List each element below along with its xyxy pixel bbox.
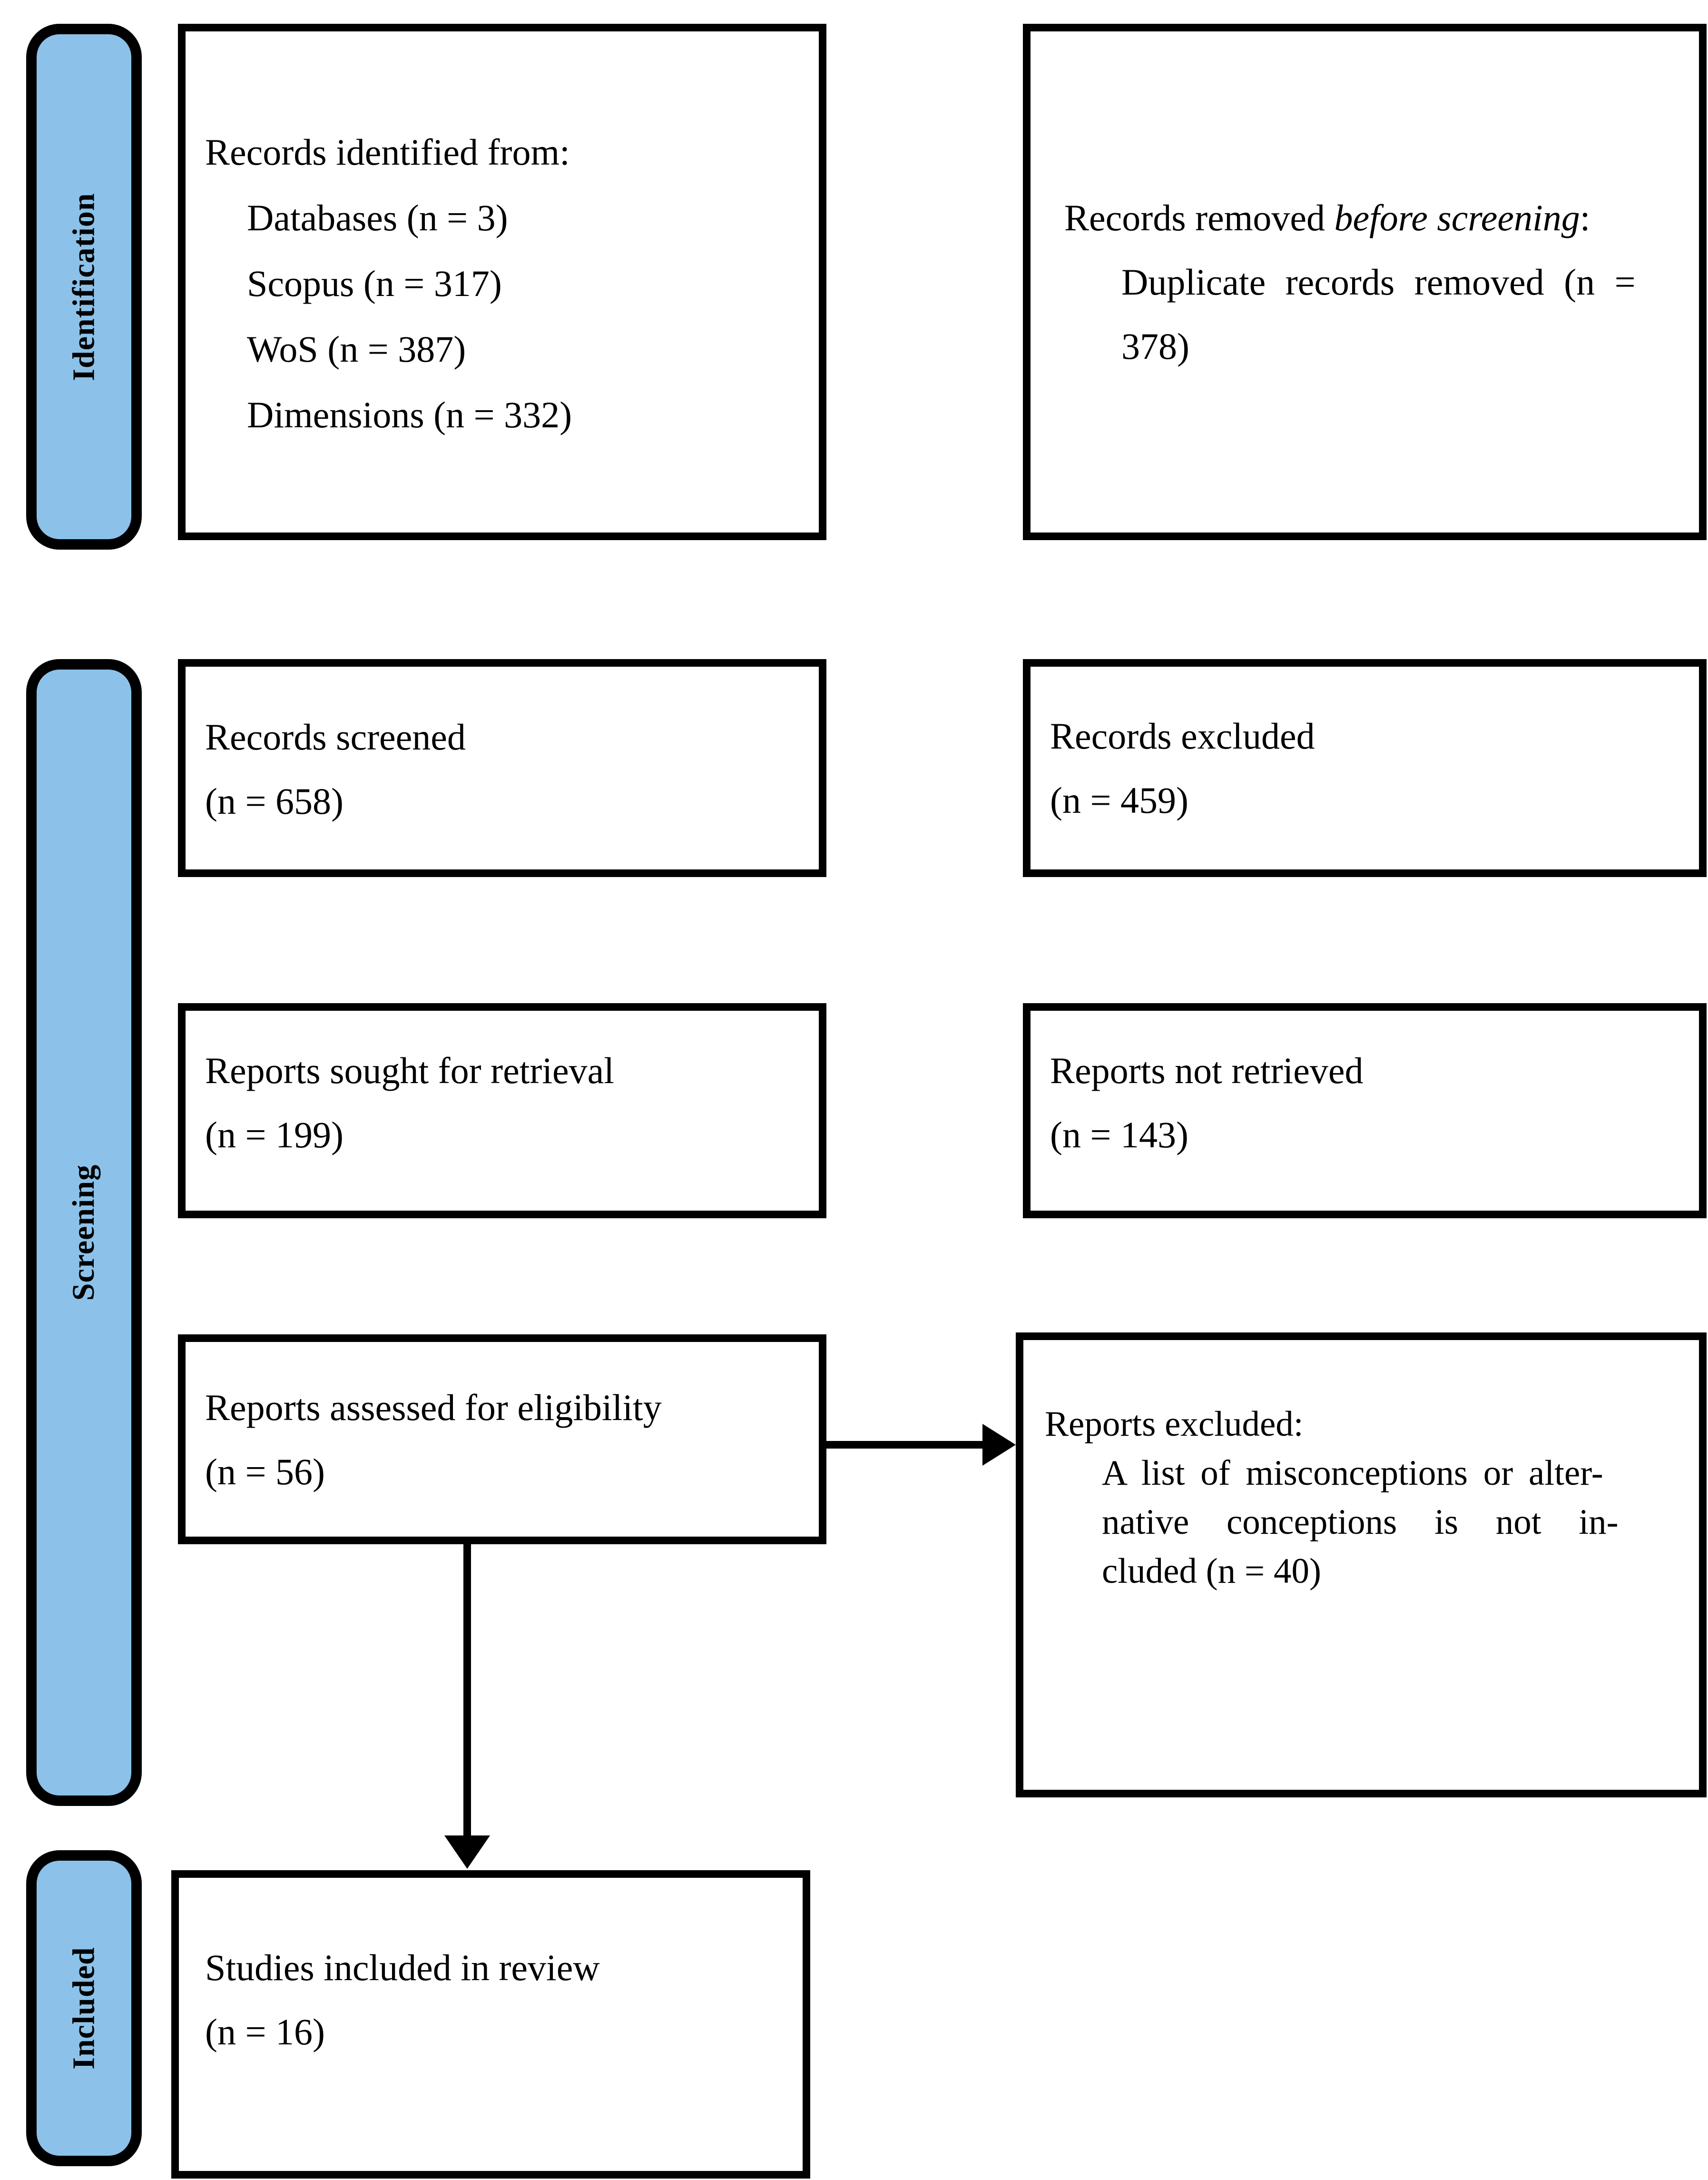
arrow-assessed-to-excluded-head-icon [982,1424,1016,1466]
box-reports-sought: Reports sought for retrieval (n = 199) [178,1003,826,1218]
records-excluded-title: Records excluded [1050,715,1315,757]
records-removed-title-colon: : [1580,197,1590,238]
arrow-assessed-to-included-line [463,1544,471,1836]
box-studies-included: Studies included in review (n = 16) [171,1870,810,2179]
box-reports-excluded: Reports excluded: A list of misconceptio… [1016,1332,1707,1797]
stage-label-included: Included [66,1947,101,2070]
stage-label-screening: Screening [66,1164,101,1301]
arrow-assessed-to-included-head-icon [444,1835,490,1869]
box-records-identified: Records identified from: Databases (n = … [178,24,826,540]
reports-not-retrieved-title: Reports not retrieved [1050,1050,1364,1091]
reports-assessed-count: (n = 56) [205,1451,325,1492]
records-identified-item-databases: Databases (n = 3) [247,197,508,238]
records-screened-title: Records screened [205,716,466,758]
records-removed-detail-line2: 378) [1121,326,1189,367]
box-records-excluded: Records excluded (n = 459) [1023,659,1707,877]
studies-included-count: (n = 16) [205,2011,325,2052]
box-records-screened: Records screened (n = 658) [178,659,826,877]
studies-included-title: Studies included in review [205,1947,600,1988]
reports-sought-count: (n = 199) [205,1114,344,1155]
records-removed-detail-line1: Duplicate records removed (n = [1121,261,1636,303]
stage-label-identification: Identification [66,192,101,381]
records-excluded-count: (n = 459) [1050,779,1188,821]
reports-not-retrieved-count: (n = 143) [1050,1114,1188,1155]
reports-excluded-reason-line3: cluded (n = 40) [1102,1551,1321,1591]
records-removed-title-plain: Records removed [1064,197,1335,238]
records-identified-item-scopus: Scopus (n = 317) [247,263,502,304]
reports-excluded-title: Reports excluded: [1045,1404,1304,1444]
records-identified-item-dimensions: Dimensions (n = 332) [247,394,572,435]
records-identified-item-wos: WoS (n = 387) [247,328,466,370]
stage-box-screening: Screening [26,659,142,1806]
box-records-removed-before-screening: Records removed before screening: Duplic… [1023,24,1707,540]
arrow-assessed-to-excluded-line [826,1441,984,1449]
reports-excluded-reason-line2: native conceptions is not in- [1102,1502,1619,1542]
records-removed-title-italic: before screening [1334,197,1580,238]
stage-box-identification: Identification [26,24,142,550]
reports-excluded-reason-line1: A list of misconceptions or alter- [1102,1453,1603,1493]
reports-sought-title: Reports sought for retrieval [205,1050,614,1091]
box-reports-assessed: Reports assessed for eligibility (n = 56… [178,1334,826,1544]
box-reports-not-retrieved: Reports not retrieved (n = 143) [1023,1003,1707,1218]
records-removed-title: Records removed before screening: [1064,186,1680,250]
reports-assessed-title: Reports assessed for eligibility [205,1387,662,1428]
records-screened-count: (n = 658) [205,780,344,822]
stage-box-included: Included [26,1850,142,2166]
records-identified-title: Records identified from: [205,131,570,173]
